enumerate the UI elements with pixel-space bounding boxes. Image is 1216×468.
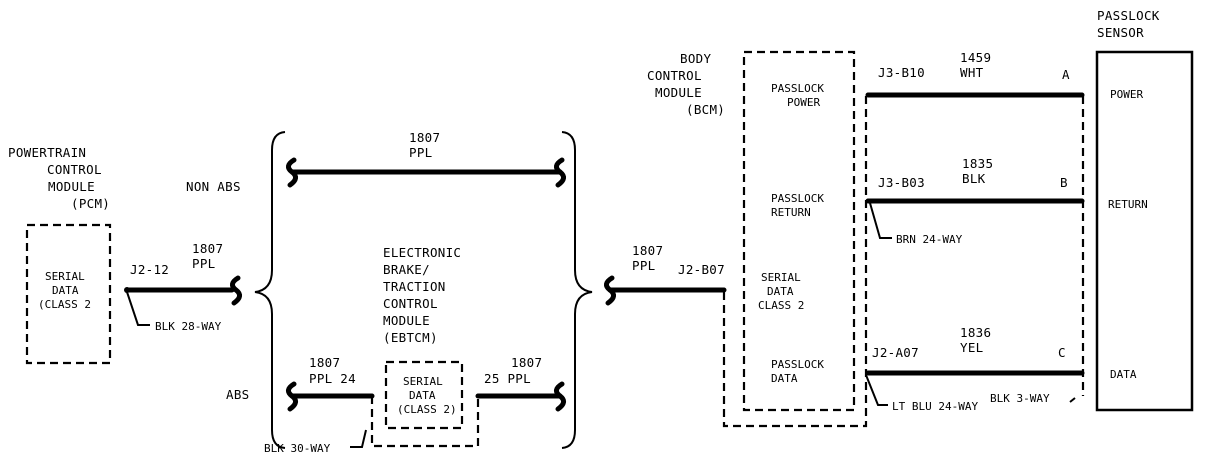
pcm-pin-label-1: SERIAL xyxy=(45,270,85,283)
data-color: YEL xyxy=(960,340,983,355)
pcm-connector-label: BLK 28-WAY xyxy=(155,320,222,333)
sensor-title-line2: SENSOR xyxy=(1097,25,1144,40)
abs-right-connector xyxy=(554,381,566,412)
ebtcm-right-brace xyxy=(561,131,593,449)
sensor-connector-label: BLK 3-WAY xyxy=(990,392,1050,405)
bcm-wire-color: PPL xyxy=(632,258,655,273)
pcm-title-line1: POWERTRAIN xyxy=(8,145,86,160)
bcm-title-line4: (BCM) xyxy=(686,102,725,117)
bcm-power-label-2: POWER xyxy=(787,96,820,109)
bcm-serial-label-2: DATA xyxy=(767,285,794,298)
power-color: WHT xyxy=(960,65,984,80)
abs-left-wire-color: PPL 24 xyxy=(309,371,356,386)
abs-right-wire-color: 25 PPL xyxy=(484,371,531,386)
data-terminal: J2-A07 xyxy=(872,345,919,360)
bcm-terminal-in: J2-B07 xyxy=(678,262,725,277)
passlock-sensor: PASSLOCK SENSOR POWER RETURN DATA xyxy=(1095,8,1194,412)
pcm-wire-color: PPL xyxy=(192,256,215,271)
ebtcm-title-line1: ELECTRONIC xyxy=(383,245,461,260)
non-abs-connector-right xyxy=(554,157,566,188)
pcm-title-line4: (PCM) xyxy=(71,196,110,211)
sensor-connector-leader xyxy=(1069,397,1076,403)
pcm-module: POWERTRAIN CONTROL MODULE (PCM) SERIAL D… xyxy=(8,145,242,365)
sensor-power-label: POWER xyxy=(1110,88,1143,101)
pcm-connector-leader xyxy=(126,291,150,326)
pcm-pin-label-3: (CLASS 2 xyxy=(38,298,91,311)
bcm-box xyxy=(742,50,856,412)
ebtcm-title-line5: MODULE xyxy=(383,313,430,328)
pcm-wire-circuit: 1807 xyxy=(192,241,223,256)
bcm-serial-label-1: SERIAL xyxy=(761,271,801,284)
sensor-data-label: DATA xyxy=(1110,368,1137,381)
bcm-return-label-1: PASSLOCK xyxy=(771,192,824,205)
sensor-title-line1: PASSLOCK xyxy=(1097,8,1160,23)
pcm-title-line3: MODULE xyxy=(48,179,95,194)
data-circuit: 1836 xyxy=(960,325,991,340)
ebtcm-module: NON ABS ABS 1807 PPL ELECTRONIC BRAKE/ T… xyxy=(186,130,593,455)
bcm-title-line1: BODY xyxy=(680,51,711,66)
bcm-data-label-2: DATA xyxy=(771,372,798,385)
pcm-terminal-dot xyxy=(124,287,130,293)
ebtcm-connector-leader xyxy=(350,429,367,448)
power-terminal: J3-B10 xyxy=(878,65,925,80)
return-circuit: 1835 xyxy=(962,156,993,171)
ebtcm-title-line6: (EBTCM) xyxy=(383,330,438,345)
ebtcm-pin-label-1: SERIAL xyxy=(403,375,443,388)
pcm-connector-symbol xyxy=(230,275,242,306)
bcm-title-line3: MODULE xyxy=(655,85,702,100)
bcm-power-label-1: PASSLOCK xyxy=(771,82,824,95)
ebtcm-title-line2: BRAKE/ xyxy=(383,262,430,277)
return-connector-leader xyxy=(869,202,892,239)
data-pin: C xyxy=(1058,345,1066,360)
ebtcm-title-line3: TRACTION xyxy=(383,279,446,294)
abs-label: ABS xyxy=(226,387,249,402)
abs-left-connector xyxy=(286,381,298,412)
bcm-wire-circuit: 1807 xyxy=(632,243,663,258)
return-pin: B xyxy=(1060,175,1068,190)
pcm-terminal: J2-12 xyxy=(130,262,169,277)
sensor-return-label: RETURN xyxy=(1108,198,1148,211)
non-abs-label: NON ABS xyxy=(186,179,241,194)
pcm-box xyxy=(25,223,112,365)
ebtcm-title-line4: CONTROL xyxy=(383,296,438,311)
bcm-serial-label-3: CLASS 2 xyxy=(758,299,804,312)
pcm-pin-label-2: DATA xyxy=(52,284,79,297)
return-color: BLK xyxy=(962,171,986,186)
ebtcm-pin-label-2: DATA xyxy=(409,389,436,402)
non-abs-wire-color: PPL xyxy=(409,145,432,160)
pcm-title-line2: CONTROL xyxy=(47,162,102,177)
bcm-serial-path xyxy=(722,292,868,428)
non-abs-connector-left xyxy=(286,157,298,188)
return-terminal: J3-B03 xyxy=(878,175,925,190)
ebtcm-pin-label-3: (CLASS 2) xyxy=(397,403,457,416)
non-abs-wire-circuit: 1807 xyxy=(409,130,440,145)
bcm-return-label-2: RETURN xyxy=(771,206,811,219)
abs-right-wire-circuit: 1807 xyxy=(511,355,542,370)
power-pin: A xyxy=(1062,67,1070,82)
bcm-module: BODY CONTROL MODULE (BCM) 1807 PPL J2-B0… xyxy=(604,50,868,428)
ebtcm-connector-label: BLK 30-WAY xyxy=(264,442,331,455)
bcm-title-line2: CONTROL xyxy=(647,68,702,83)
data-connector-leader xyxy=(865,374,888,406)
power-circuit: 1459 xyxy=(960,50,991,65)
ebtcm-serial-box xyxy=(384,360,464,430)
data-connector-label: LT BLU 24-WAY xyxy=(892,400,978,413)
sensor-box xyxy=(1095,50,1194,412)
passlock-circuits: J3-B10 1459 WHT A J3-B03 1835 BLK B BRN … xyxy=(864,50,1085,413)
ebtcm-left-brace xyxy=(254,131,286,449)
bcm-data-label-1: PASSLOCK xyxy=(771,358,824,371)
abs-left-wire-circuit: 1807 xyxy=(309,355,340,370)
return-connector-label: BRN 24-WAY xyxy=(896,233,963,246)
